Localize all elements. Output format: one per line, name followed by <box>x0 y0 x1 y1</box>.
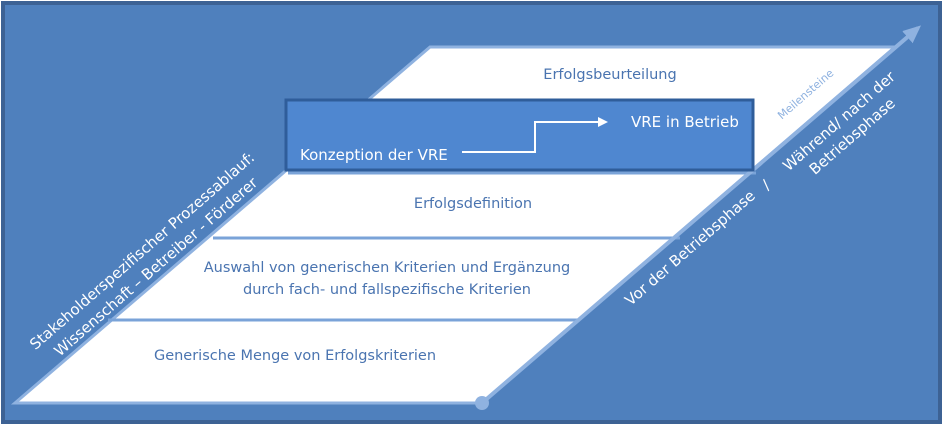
layer-label-generische-menge: Generische Menge von Erfolgskriterien <box>154 348 436 364</box>
end-label: VRE in Betrieb <box>631 113 739 131</box>
transition-arrow <box>462 117 608 153</box>
timeline-start-dot <box>475 396 489 410</box>
timeline-arrow <box>480 25 922 405</box>
layer-label-auswahl-line-2: durch fach- und fallspezifische Kriterie… <box>243 282 531 298</box>
start-label: Konzeption der VRE <box>300 146 448 164</box>
highlight-box <box>284 98 755 172</box>
layer-label-auswahl-line-1: Auswahl von generischen Kriterien und Er… <box>204 260 571 276</box>
layer-label-erfolgsbeurteilung: Erfolgsbeurteilung <box>543 67 676 83</box>
layer-label-erfolgsdefinition: Erfolgsdefinition <box>414 196 532 212</box>
